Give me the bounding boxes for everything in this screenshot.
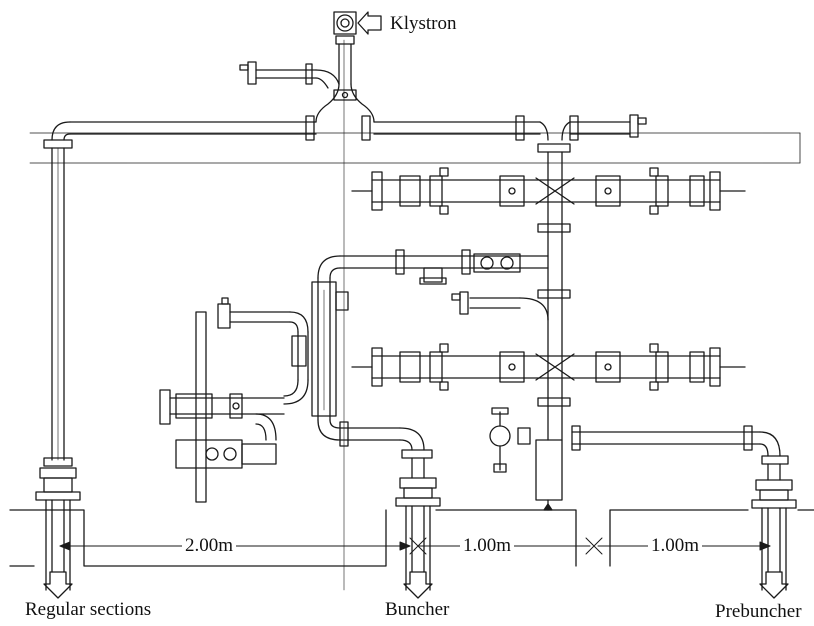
prebuncher-input: [751, 479, 797, 599]
klystron-label: Klystron: [387, 14, 460, 33]
buncher-feed-waveguide: [311, 277, 433, 479]
regular-sections-input: [35, 467, 81, 599]
buncher-label: Buncher: [382, 600, 453, 619]
dimension-label-1m-b: 1.00m: [648, 536, 703, 555]
lower-coupler-assembly: [351, 343, 746, 391]
dimension-label-2m: 2.00m: [182, 536, 237, 555]
prebuncher-label: Prebuncher: [712, 602, 805, 621]
ceiling-band: [29, 132, 801, 164]
upper-coupler-assembly: [351, 167, 746, 215]
buncher-input: [395, 477, 441, 599]
accelerator-baseline: [9, 509, 814, 567]
klystron-port-icon: [333, 11, 382, 85]
middle-branch-waveguide: [317, 249, 549, 321]
prebuncher-feed-waveguide: [571, 425, 789, 481]
dimension-label-1m-a: 1.00m: [460, 536, 515, 555]
left-subassembly: [159, 297, 309, 503]
right-distribution-column: [535, 121, 571, 511]
valve-handle-icon: [489, 407, 531, 473]
regular-sections-label: Regular sections: [22, 600, 155, 619]
main-feed-waveguide: [43, 61, 647, 467]
